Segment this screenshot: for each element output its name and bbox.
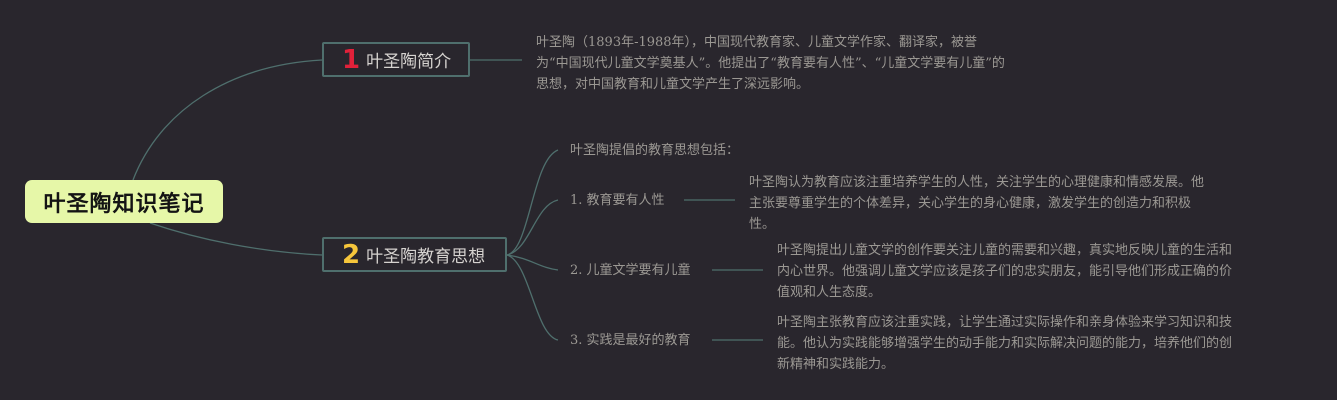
- connector-root-branch-2: [149, 222, 323, 256]
- branch-number-badge: 1: [342, 44, 361, 75]
- education-thought-item-3[interactable]: 3. 实践是最好的教育: [570, 333, 691, 348]
- branch-label: 叶圣陶教育思想: [366, 247, 486, 267]
- education-thought-item-3-detail: 叶圣陶主张教育应该注重实践，让学生通过实际操作和亲身体验来学习知识和技 能。他认…: [777, 315, 1233, 372]
- education-thought-item-1-detail: 叶圣陶认为教育应该注重培养学生的人性，关注学生的心理健康和情感发展。他 主张要尊…: [749, 175, 1205, 232]
- connector-root-branch-1: [132, 59, 323, 181]
- connector-branch-2-item-1: [506, 199, 559, 256]
- connector-branch-2-item-2: [506, 254, 559, 271]
- education-thought-item-1[interactable]: 1. 教育要有人性: [570, 193, 665, 208]
- branch-node-introduction[interactable]: 1 叶圣陶简介: [322, 42, 470, 77]
- branch-node-education-thought[interactable]: 2 叶圣陶教育思想: [322, 237, 507, 272]
- root-node-label: 叶圣陶知识笔记: [43, 191, 205, 217]
- root-node[interactable]: 叶圣陶知识笔记: [25, 180, 223, 223]
- education-thought-item-2[interactable]: 2. 儿童文学要有儿童: [570, 263, 691, 278]
- branch-number-badge: 2: [342, 239, 361, 270]
- connector-branch-2-item-3: [506, 254, 559, 341]
- education-thought-intro[interactable]: 叶圣陶提倡的教育思想包括：: [570, 143, 740, 158]
- branch-label: 叶圣陶简介: [366, 52, 452, 72]
- introduction-detail-text: 叶圣陶（1893年-1988年），中国现代教育家、儿童文学作家、翻译家，被誉 为…: [536, 35, 1005, 92]
- connector-branch-2-intro: [506, 149, 559, 256]
- education-thought-item-2-detail: 叶圣陶提出儿童文学的创作要关注儿童的需要和兴趣，真实地反映儿童的生活和 内心世界…: [777, 243, 1233, 300]
